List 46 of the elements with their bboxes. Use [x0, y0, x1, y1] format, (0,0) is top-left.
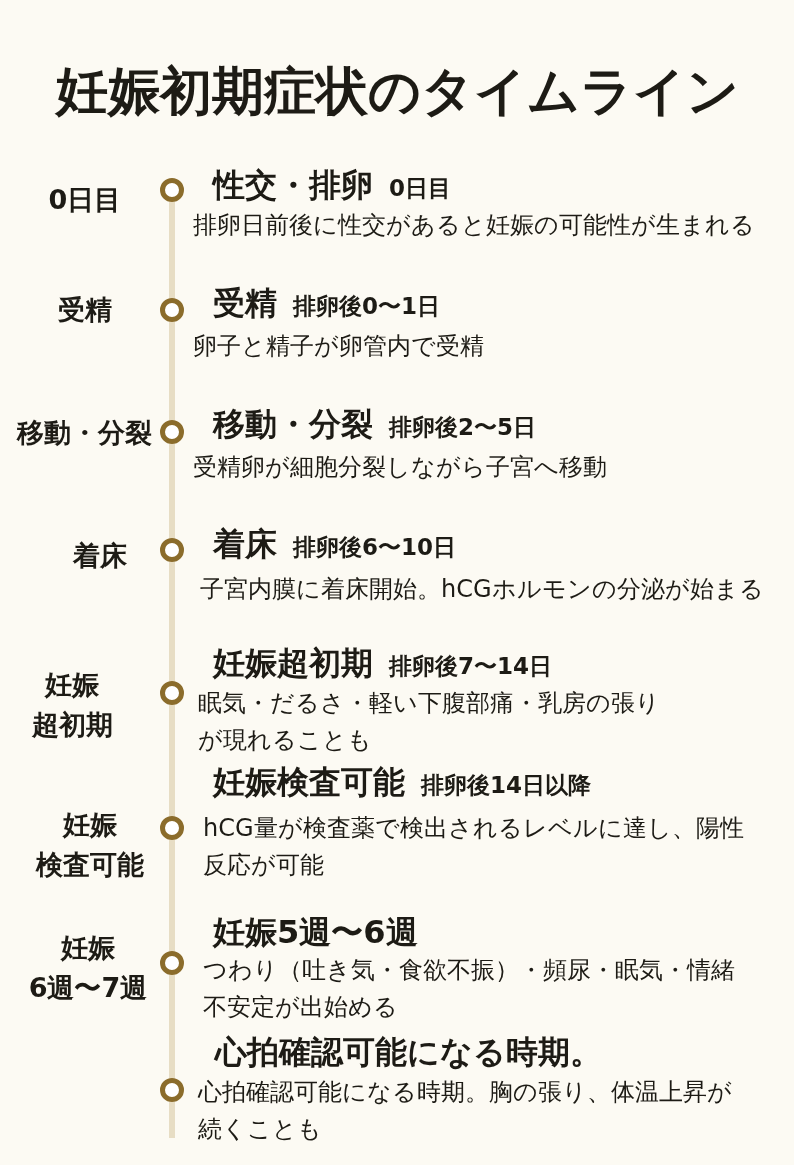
duration-label: 排卵後2〜5日: [389, 413, 536, 442]
timeline-line: [169, 322, 175, 420]
description-text: 子宮内膜に着床開始。hCGホルモンの分泌が始まる: [200, 574, 764, 605]
stage-heading: 妊娠5週〜6週: [213, 912, 418, 952]
stage-label: 妊娠6週〜7週: [28, 931, 148, 1005]
duration-label: 排卵後6〜10日: [293, 533, 456, 562]
duration-label: 排卵後0〜1日: [293, 292, 440, 321]
stage-heading: 移動・分裂: [213, 404, 373, 444]
description-text: 卵子と精子が卵管内で受精: [193, 331, 484, 362]
duration-label: 0日目: [389, 174, 451, 203]
timeline-line: [169, 705, 175, 816]
stage-label: 妊娠検査可能: [36, 808, 144, 882]
description-text: 眠気・だるさ・軽い下腹部痛・乳房の張りが現れることも: [198, 688, 661, 756]
timeline-ring-icon: [160, 681, 184, 705]
timeline-ring-icon: [160, 816, 184, 840]
description-text: 心拍確認可能になる時期。胸の張り、体温上昇が続くことも: [198, 1077, 733, 1145]
stage-label: 受精: [58, 293, 112, 327]
stage-heading: 妊娠超初期: [213, 643, 373, 683]
stage-label: 妊娠超初期: [31, 668, 113, 742]
timeline-ring-icon: [160, 538, 184, 562]
description-text: 受精卵が細胞分裂しながら子宮へ移動: [193, 452, 607, 483]
timeline-line: [169, 1102, 175, 1138]
stage-heading: 着床: [213, 524, 277, 564]
timeline-line: [169, 444, 175, 538]
timeline-ring-icon: [160, 178, 184, 202]
timeline-line: [169, 202, 175, 298]
page-title: 妊娠初期症状のタイムライン: [55, 60, 739, 123]
stage-heading: 性交・排卵: [213, 165, 373, 205]
timeline-ring-icon: [160, 298, 184, 322]
description-text: hCG量が検査薬で検出されるレベルに達し、陽性反応が可能: [203, 813, 745, 881]
stage-heading: 受精: [213, 283, 277, 323]
duration-label: 排卵後7〜14日: [389, 652, 552, 681]
stage-heading: 心拍確認可能になる時期。: [215, 1032, 602, 1072]
timeline-ring-icon: [160, 420, 184, 444]
description-text: 排卵日前後に性交があると妊娠の可能性が生まれる: [193, 210, 755, 241]
timeline-ring-icon: [160, 951, 184, 975]
duration-label: 排卵後14日以降: [421, 771, 591, 800]
timeline-line: [169, 840, 175, 951]
timeline-line: [169, 562, 175, 681]
stage-label: 移動・分裂: [16, 416, 152, 450]
description-text: つわり（吐き気・食欲不振）・頻尿・眠気・情緒不安定が出始める: [203, 955, 736, 1023]
timeline-line: [169, 975, 175, 1078]
timeline-ring-icon: [160, 1078, 184, 1102]
stage-heading: 妊娠検査可能: [213, 762, 405, 802]
stage-label: 0日目: [48, 183, 122, 217]
stage-label: 着床: [73, 539, 127, 573]
